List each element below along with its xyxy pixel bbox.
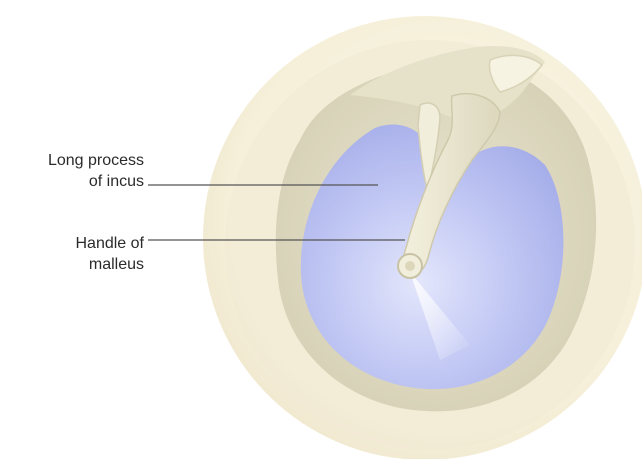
- label-incus-line2: of incus: [48, 171, 144, 192]
- label-malleus-line1: Handle of: [76, 233, 145, 254]
- umbo-center: [405, 261, 415, 271]
- label-handle-of-malleus: Handle of malleus: [76, 233, 145, 275]
- label-malleus-line2: malleus: [76, 254, 145, 275]
- label-long-process-of-incus: Long process of incus: [48, 150, 144, 192]
- label-incus-line1: Long process: [48, 150, 144, 171]
